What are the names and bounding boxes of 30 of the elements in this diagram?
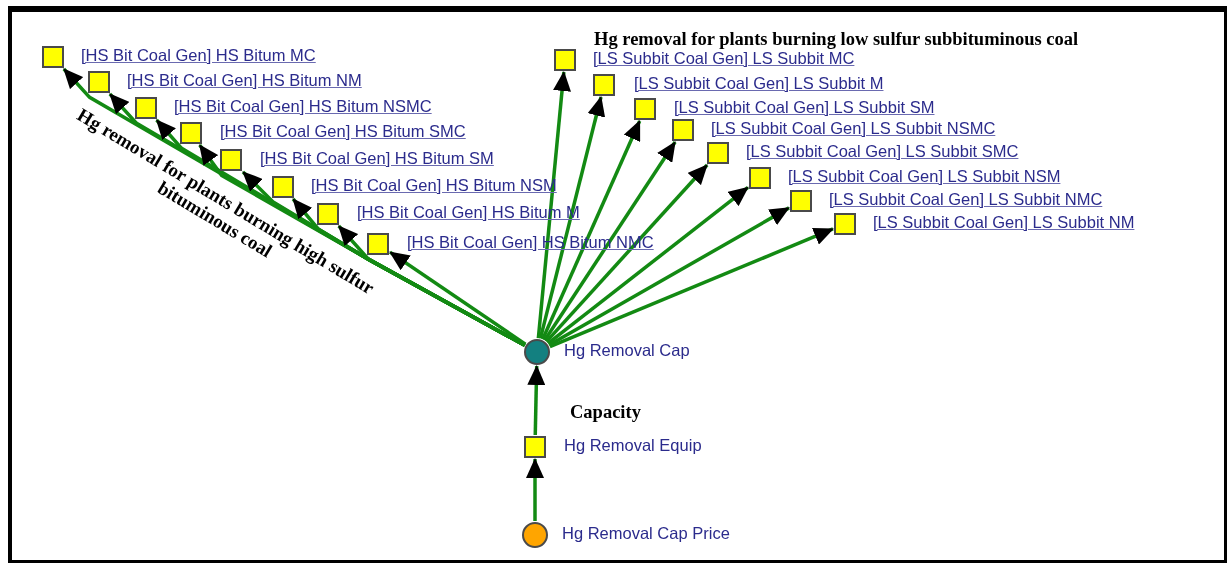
arrow bbox=[549, 227, 834, 349]
arrow bbox=[337, 224, 526, 347]
annotation-text: Capacity bbox=[570, 402, 642, 423]
arrow bbox=[536, 71, 571, 339]
node-label: [LS Subbit Coal Gen] LS Subbit SM bbox=[674, 97, 935, 117]
node-label: [HS Bit Coal Gen] HS Bitum MC bbox=[81, 45, 316, 65]
arrow bbox=[526, 458, 544, 521]
arrow bbox=[543, 141, 677, 342]
node-label: [LS Subbit Coal Gen] LS Subbit NSMC bbox=[711, 118, 996, 138]
arrow bbox=[541, 120, 642, 340]
node-label: [LS Subbit Coal Gen] LS Subbit NSM bbox=[788, 166, 1061, 186]
node-label: [HS Bit Coal Gen] HS Bitum NSMC bbox=[174, 96, 432, 116]
node-label: [LS Subbit Coal Gen] LS Subbit MC bbox=[593, 49, 855, 68]
node-label: [LS Subbit Coal Gen] LS Subbit M bbox=[634, 73, 884, 93]
arrow bbox=[548, 206, 790, 347]
node-label: [HS Bit Coal Gen] HS Bitum NM bbox=[127, 70, 362, 90]
node-label: [HS Bit Coal Gen] HS Bitum SM bbox=[260, 148, 494, 168]
arrow bbox=[527, 365, 546, 436]
node-label: [LS Subbit Coal Gen] LS Subbit SMC bbox=[746, 141, 1019, 161]
arrow bbox=[546, 186, 750, 345]
arrow bbox=[538, 96, 606, 339]
node-label: Hg Removal Cap Price bbox=[562, 523, 730, 543]
node-label: [LS Subbit Coal Gen] LS Subbit NMC bbox=[829, 189, 1103, 209]
node-label: Hg Removal Cap bbox=[564, 340, 690, 360]
annotation-text: Hg removal for plants burning low sulfur subbituminous coal bbox=[594, 29, 1080, 50]
arrow bbox=[389, 250, 527, 346]
node-label: [LS Subbit Coal Gen] LS Subbit NM bbox=[873, 212, 1135, 232]
node-label: Hg Removal Equip bbox=[564, 435, 702, 455]
node-label: [HS Bit Coal Gen] HS Bitum SMC bbox=[220, 121, 466, 141]
arrow bbox=[545, 163, 709, 343]
